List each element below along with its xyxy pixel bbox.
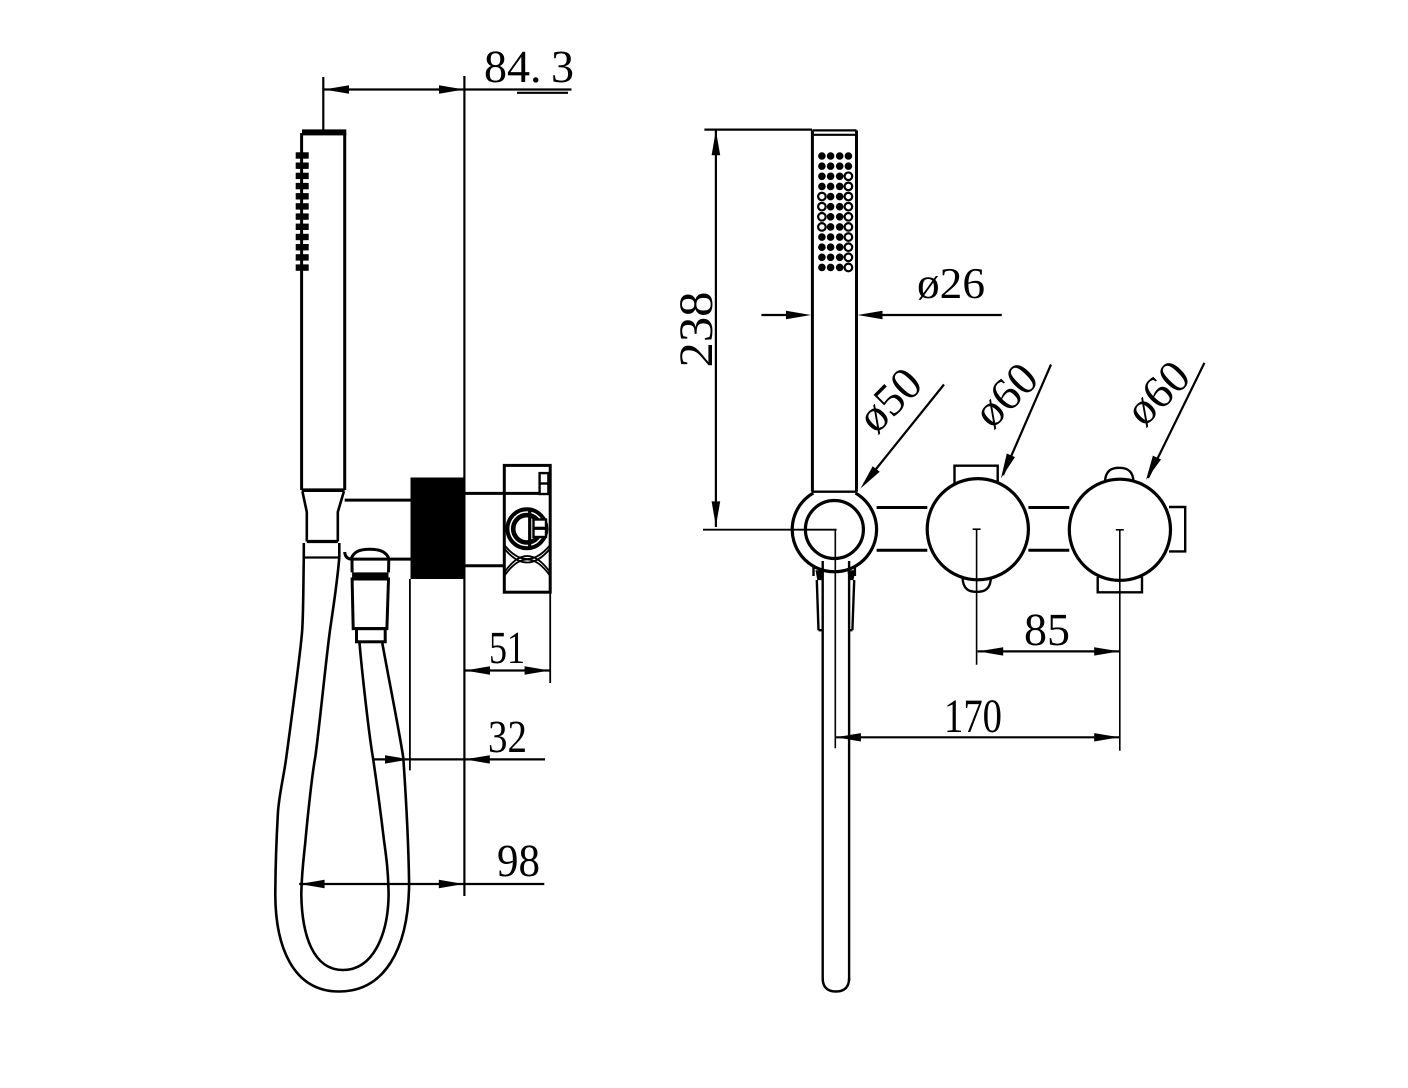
svg-text:98: 98 [497,835,540,886]
svg-text:238: 238 [670,292,723,368]
svg-text:51: 51 [489,622,525,673]
svg-text:85: 85 [1024,604,1070,655]
svg-text:3: 3 [551,41,574,92]
svg-text:32: 32 [488,711,527,762]
svg-text:170: 170 [944,690,1002,743]
svg-text:84.: 84. [484,41,542,92]
svg-text:ø26: ø26 [917,259,985,308]
